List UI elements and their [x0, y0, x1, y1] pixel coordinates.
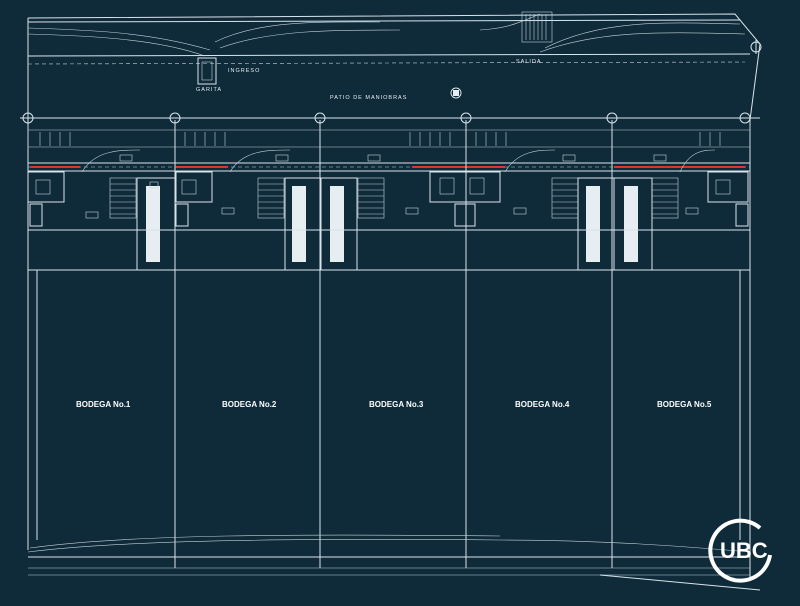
parking-icons — [85, 207, 699, 219]
dimension-lines-top — [27, 125, 751, 150]
north-arrow-icon — [750, 40, 762, 54]
bodega-1-label: BODEGA No.1 — [76, 400, 131, 409]
truck-icons-top — [119, 154, 667, 162]
bottom-boundary — [27, 534, 761, 591]
ingreso-label: INGRESO — [228, 68, 260, 74]
entrance-stairs — [521, 11, 553, 43]
patio-label: PATIO DE MANIOBRAS — [330, 95, 407, 101]
bodega-4-label: BODEGA No.4 — [515, 400, 570, 409]
grid-axis — [20, 112, 760, 124]
bodega-5-label: BODEGA No.5 — [657, 400, 712, 409]
bodega-2-label: BODEGA No.2 — [222, 400, 277, 409]
warehouse-bays — [28, 120, 750, 568]
ramp-stripes-top — [39, 132, 721, 146]
bodega-3-label: BODEGA No.3 — [369, 400, 424, 409]
garita-label: GARITA — [196, 87, 222, 93]
guard-booth — [197, 57, 217, 85]
property-boundary — [27, 13, 761, 580]
salida-label: SALIDA — [516, 59, 542, 65]
patio-marker-icon — [450, 87, 462, 99]
logo-text: UBC — [720, 538, 768, 563]
truck-docks — [136, 177, 653, 271]
ubc-logo: UBC — [708, 518, 772, 583]
access-road — [27, 13, 751, 65]
office-blocks — [27, 171, 749, 227]
dock-strip — [28, 149, 750, 173]
